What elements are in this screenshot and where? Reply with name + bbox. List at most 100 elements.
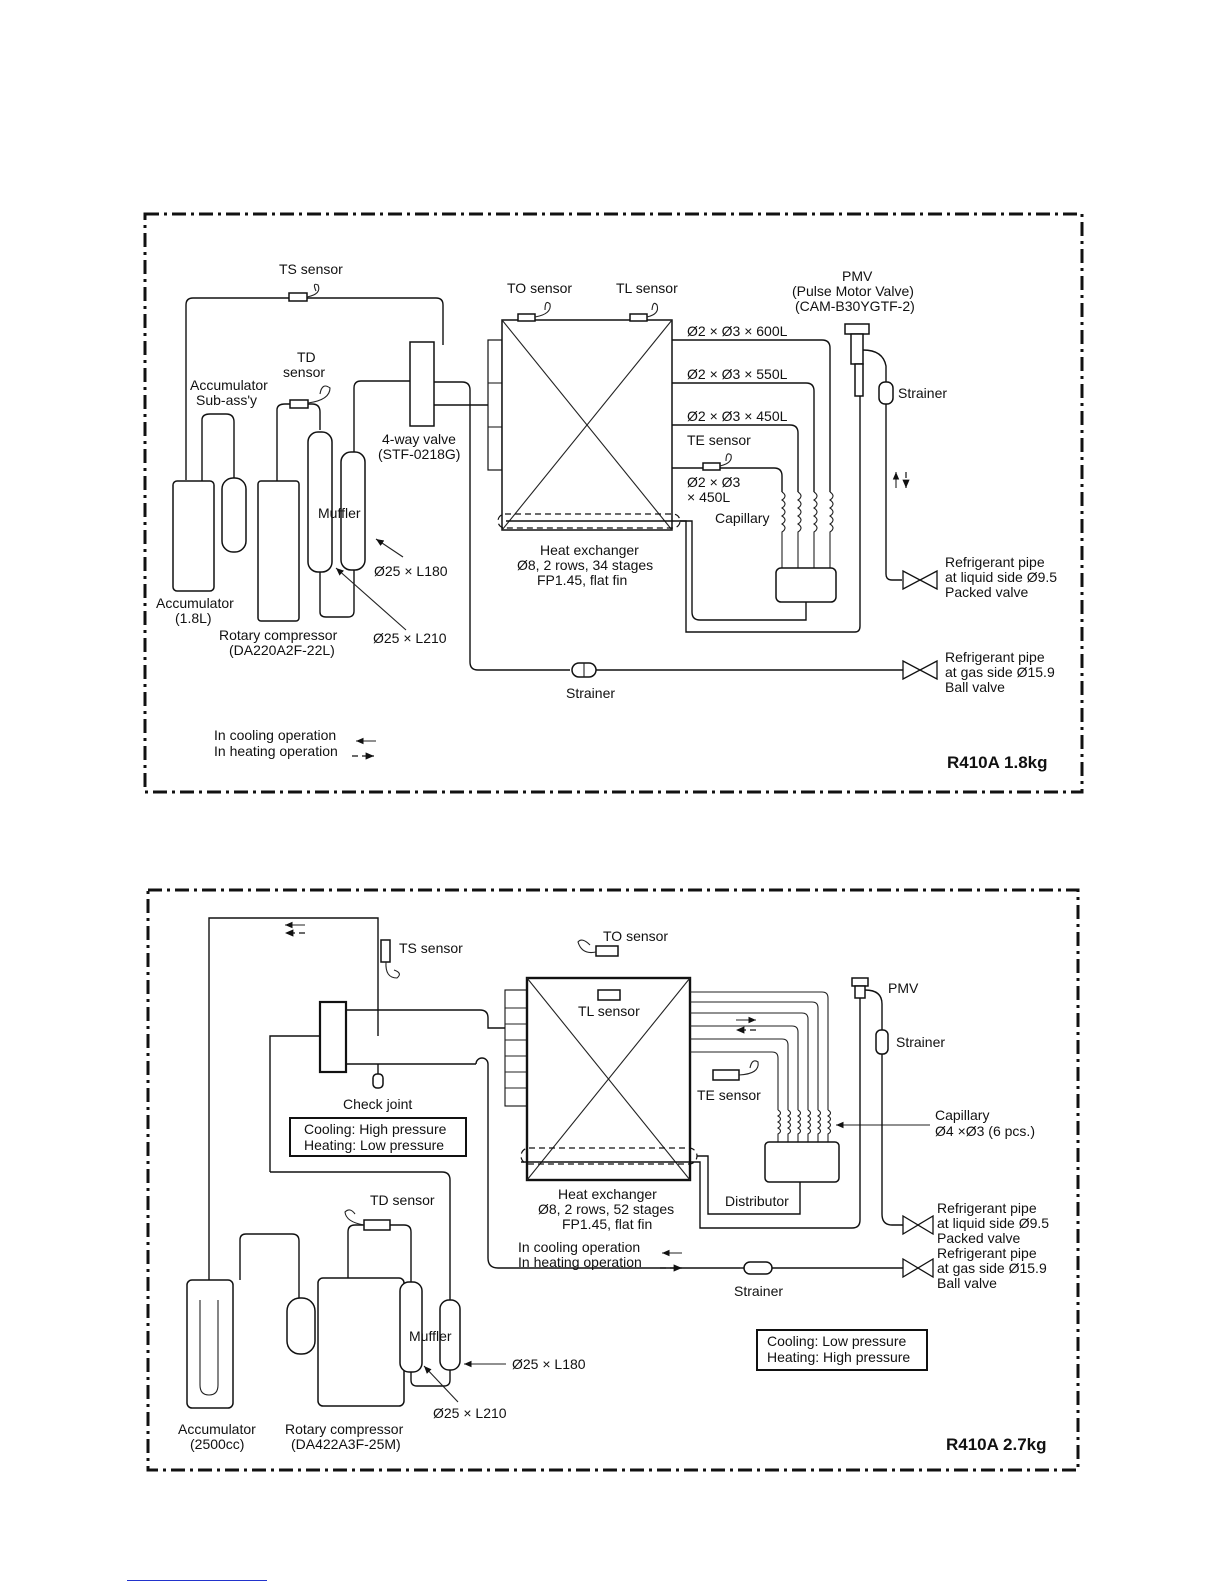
capillary-label: Capillary xyxy=(715,510,769,526)
tl-sensor-wire xyxy=(646,302,659,318)
ball-valve-1 xyxy=(902,659,938,681)
pressure-box-2 xyxy=(756,1329,928,1371)
legend-cooling-2: In cooling operation xyxy=(518,1239,640,1255)
accumulator-label-1: Accumulator xyxy=(156,595,234,611)
hx2-label-2: Ø8, 2 rows, 52 stages xyxy=(538,1201,674,1217)
strainer-bottom-label: Strainer xyxy=(566,685,615,701)
accumulator-1 xyxy=(172,480,215,592)
ts-sensor-2-wire xyxy=(385,961,400,979)
ts-sensor-wire xyxy=(306,283,320,298)
branch-450 xyxy=(672,424,799,492)
td-label-2: sensor xyxy=(283,364,325,380)
tl-sensor-label: TL sensor xyxy=(616,280,678,296)
charge-label-2: R410A 2.7kg xyxy=(946,1435,1046,1454)
hx-cross-b xyxy=(501,319,673,531)
accumulator-2-u-tube xyxy=(199,1300,219,1396)
four-way-valve-2 xyxy=(318,1000,348,1074)
pressure-box-1-line2: Heating: Low pressure xyxy=(304,1137,444,1153)
hx-label-3: FP1.45, flat fin xyxy=(537,572,627,588)
pmv-return xyxy=(506,395,861,633)
ts-sensor-2 xyxy=(380,939,391,963)
te-sensor-2-wire xyxy=(738,1060,759,1076)
gas-return-2 xyxy=(475,1057,740,1269)
distributor-1 xyxy=(775,567,837,603)
valve-left-pipe xyxy=(269,1035,320,1172)
muffler-label: Muffler xyxy=(318,505,361,521)
pressure-box-2-line2: Heating: High pressure xyxy=(767,1349,910,1365)
valve-to-gas-pipe xyxy=(434,381,570,671)
gas-2-label-3: Ball valve xyxy=(937,1275,997,1291)
liquid-line-2 xyxy=(881,1054,903,1226)
muffler-2-label: Muffler xyxy=(409,1328,452,1344)
liquid-2-label-1: Refrigerant pipe xyxy=(937,1200,1037,1216)
accumulator-2-label-2: (2500cc) xyxy=(190,1436,244,1452)
accumulator-2 xyxy=(186,1279,234,1409)
ts-sensor-1 xyxy=(288,292,308,302)
rotary-2-label-2: (DA422A3F-25M) xyxy=(291,1436,401,1452)
hx2-label-1: Heat exchanger xyxy=(558,1186,657,1202)
pipe-te-label-1: Ø2 × Ø3 xyxy=(687,474,741,490)
pressure-box-1-line1: Cooling: High pressure xyxy=(304,1121,447,1137)
pmv-2-body xyxy=(854,985,866,999)
diagram-1-frame xyxy=(143,212,1084,794)
diagram-1: TS sensor Accumulator Sub-ass'y Accumula… xyxy=(143,212,1084,794)
pmv-2-top xyxy=(851,977,869,987)
check-joint xyxy=(372,1073,384,1089)
gas-label-2: at gas side Ø15.9 xyxy=(945,664,1055,680)
suction-pipe xyxy=(185,297,444,480)
tl-sensor-2 xyxy=(597,989,621,1001)
capillary-coils-2 xyxy=(776,1109,832,1142)
td-sensor-2-wire xyxy=(344,1209,365,1226)
legend-cooling-1: In cooling operation xyxy=(214,727,336,743)
pmv-label-3: (CAM-B30YGTF-2) xyxy=(795,298,915,314)
discharge-pipe-2 xyxy=(347,1224,412,1282)
l210-arrow xyxy=(335,567,407,631)
accumulator-2-sub xyxy=(286,1297,316,1355)
distributor-label: Distributor xyxy=(725,1193,789,1209)
tl-sensor-1 xyxy=(629,313,648,322)
acc-sub-label-2: Sub-ass'y xyxy=(196,392,257,408)
td-sensor-1 xyxy=(289,399,309,409)
pipe-l210-label: Ø25 × L210 xyxy=(373,630,447,646)
muffler-link-2 xyxy=(410,1370,451,1387)
to-sensor-2-wire xyxy=(577,939,597,954)
l180-arrow xyxy=(375,538,404,558)
muffler-link xyxy=(319,570,355,618)
to-sensor-2 xyxy=(595,945,619,957)
hx-header-2 xyxy=(504,989,528,1107)
diagram-2-frame xyxy=(146,888,1080,1472)
strainer-top-label: Strainer xyxy=(898,385,947,401)
pmv-to-strainer-2 xyxy=(864,989,883,1030)
subcool-to-distributor xyxy=(680,520,807,621)
pmv-body-top xyxy=(844,323,870,335)
branch-te xyxy=(672,467,783,492)
hx2-label-3: FP1.45, flat fin xyxy=(562,1216,652,1232)
to-sensor-label: TO sensor xyxy=(507,280,572,296)
accumulator-sub-pipe xyxy=(201,413,235,481)
td-sensor-2-label: TD sensor xyxy=(370,1192,435,1208)
pmv-body xyxy=(850,333,864,365)
gas-label-3: Ball valve xyxy=(945,679,1005,695)
te-sensor-2 xyxy=(712,1069,740,1081)
accumulator-sub-assy xyxy=(221,477,247,553)
liquid-2-label-3: Packed valve xyxy=(937,1230,1020,1246)
muffler-1a xyxy=(307,431,333,573)
te-sensor-label: TE sensor xyxy=(687,432,751,448)
accumulator-to-comp xyxy=(239,1233,300,1310)
legend-heating-1: In heating operation xyxy=(214,743,338,759)
strainer-top-2 xyxy=(875,1029,889,1055)
te-sensor-wire xyxy=(719,453,732,467)
valve-top-pipe xyxy=(346,1009,505,1029)
hx2-cross-b xyxy=(526,977,691,1181)
diagram-2: TS sensor Check joint Cooling: High pres… xyxy=(146,888,1080,1472)
hx-header-1 xyxy=(487,339,503,471)
check-joint-label: Check joint xyxy=(343,1096,412,1112)
muffler-1b xyxy=(340,451,366,571)
four-way-label-2: (STF-0218G) xyxy=(378,446,460,462)
branch-600 xyxy=(672,339,831,492)
pmv-return-2 xyxy=(521,998,861,1229)
ball-valve-2 xyxy=(902,1257,934,1279)
packed-valve-2 xyxy=(902,1214,934,1236)
pipe-l210-2-label: Ø25 × L210 xyxy=(433,1405,507,1421)
